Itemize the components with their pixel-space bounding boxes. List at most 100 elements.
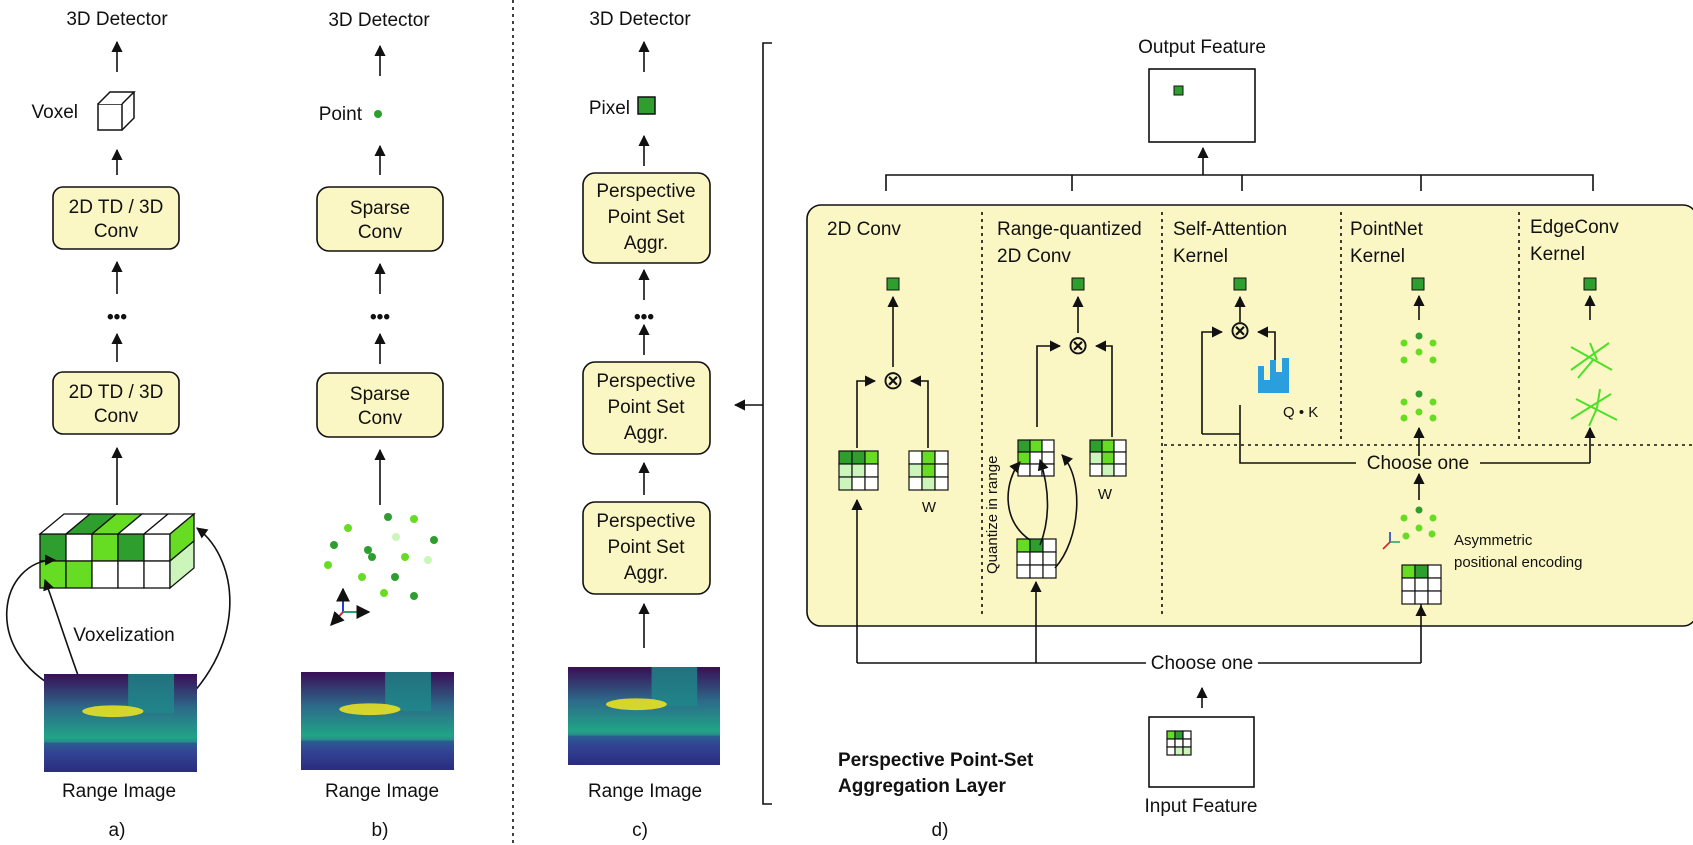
kernel-title-1: 2D Conv xyxy=(827,219,901,240)
edgeconv-star-upper xyxy=(1570,342,1613,379)
a-voxel-label: Voxel xyxy=(32,102,78,123)
cloud-point xyxy=(344,524,352,532)
point-cloud xyxy=(324,513,438,600)
choose-one-bottom: Choose one xyxy=(1151,653,1253,674)
cloud-point xyxy=(380,589,388,597)
quantized-cube-2 xyxy=(1089,439,1127,477)
cloud-point xyxy=(410,515,418,523)
kernel-point xyxy=(1400,398,1408,406)
grid-cell xyxy=(1029,463,1043,477)
quantized-cube-1 xyxy=(1017,439,1055,477)
cloud-point xyxy=(424,556,432,564)
cloud-point xyxy=(392,533,400,541)
grid-cell xyxy=(838,476,853,491)
voxel-cube-icon xyxy=(97,91,136,131)
grid-cell xyxy=(908,450,923,465)
kernel-point xyxy=(1429,356,1437,364)
b-input-label: Range Image xyxy=(325,781,439,802)
grid-cell xyxy=(1017,439,1031,453)
c-block-2 xyxy=(582,361,711,455)
grid-cell xyxy=(1016,564,1031,579)
c-top-label: 3D Detector xyxy=(589,9,691,30)
bracket xyxy=(762,42,772,805)
attention-histogram-icon xyxy=(1258,358,1289,393)
kernel-point xyxy=(1428,530,1436,538)
a-dots: ••• xyxy=(107,307,127,328)
pointnet-points-lower xyxy=(1400,390,1437,422)
cloud-point xyxy=(364,546,372,554)
kernel-point xyxy=(1415,390,1423,398)
grid-cell xyxy=(908,476,923,491)
grid-cell xyxy=(1401,564,1416,579)
grid-cell xyxy=(1414,577,1429,592)
cloud-point xyxy=(384,513,392,521)
axes-icon-d xyxy=(1382,532,1400,550)
a-caption: a) xyxy=(109,820,126,841)
b-dots: ••• xyxy=(370,307,390,328)
grid-cell xyxy=(1427,577,1442,592)
grid-cell xyxy=(1042,564,1057,579)
kernel-point xyxy=(1429,398,1437,406)
grid-cell xyxy=(934,463,949,478)
grid-cell xyxy=(851,476,866,491)
output-feature-map xyxy=(1148,68,1256,143)
kernel-point xyxy=(1400,356,1408,364)
grid-cell xyxy=(1113,439,1127,453)
cloud-point xyxy=(324,561,332,569)
asym-label-1: Asymmetric xyxy=(1454,532,1533,549)
cloud-point xyxy=(410,592,418,600)
grid-cell xyxy=(1401,590,1416,605)
c-caption: c) xyxy=(632,820,648,841)
kernel-point xyxy=(1415,332,1423,340)
voxelization-label: Voxelization xyxy=(73,625,174,646)
output-feature-pixel xyxy=(1173,85,1184,96)
output-feature-label: Output Feature xyxy=(1138,37,1266,58)
grid-cell xyxy=(1029,439,1043,453)
kernel-point xyxy=(1402,532,1410,540)
grid-cell xyxy=(1042,551,1057,566)
grid-cell xyxy=(838,450,853,465)
grid-cell xyxy=(1174,746,1184,756)
b-block-1 xyxy=(316,186,444,252)
grid-cell xyxy=(1029,564,1044,579)
b-point-label: Point xyxy=(319,104,363,125)
edgeconv-star-lower xyxy=(1570,388,1618,427)
kernel-point xyxy=(1400,339,1408,347)
input-patch-grid-1 xyxy=(838,450,879,491)
kernel-point xyxy=(1400,414,1408,422)
c-dots: ••• xyxy=(634,307,654,328)
grid-cell xyxy=(1016,538,1031,553)
grid-cell xyxy=(1041,451,1055,465)
input-feature-map xyxy=(1148,716,1255,788)
range-image-c xyxy=(568,667,720,765)
pointnet-points-upper xyxy=(1400,332,1437,364)
grid-cell xyxy=(851,450,866,465)
c-block-1 xyxy=(582,172,711,264)
grid-cell xyxy=(1113,463,1127,477)
kernel-point xyxy=(1415,506,1423,514)
grid-cell xyxy=(934,450,949,465)
cloud-point xyxy=(330,541,338,549)
grid-cell xyxy=(1101,451,1115,465)
input-feature-patch xyxy=(1166,730,1192,756)
grid-cell xyxy=(1101,463,1115,477)
asym-label-2: positional encoding xyxy=(1454,554,1582,571)
range-image-b xyxy=(301,672,454,770)
kernel-point xyxy=(1415,348,1423,356)
grid-cell xyxy=(934,476,949,491)
axes-icon-b xyxy=(330,587,371,627)
grid-cell xyxy=(1427,590,1442,605)
voxel-grid xyxy=(38,512,196,590)
grid-cell xyxy=(1401,577,1416,592)
w-label-2: W xyxy=(1098,486,1113,503)
a-block-2 xyxy=(52,371,180,435)
